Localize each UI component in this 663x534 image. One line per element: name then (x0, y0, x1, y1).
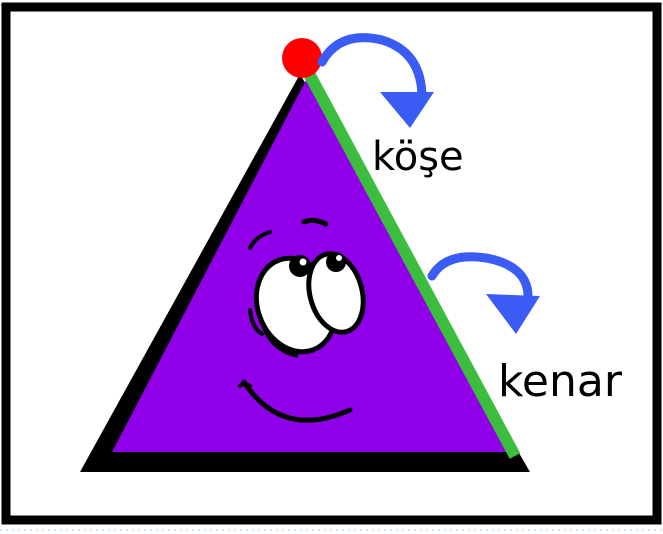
edge-label: kenar (498, 356, 623, 407)
right-pupil (326, 252, 346, 272)
vertex-dot (282, 38, 322, 78)
vertex-label: köşe (372, 134, 464, 180)
